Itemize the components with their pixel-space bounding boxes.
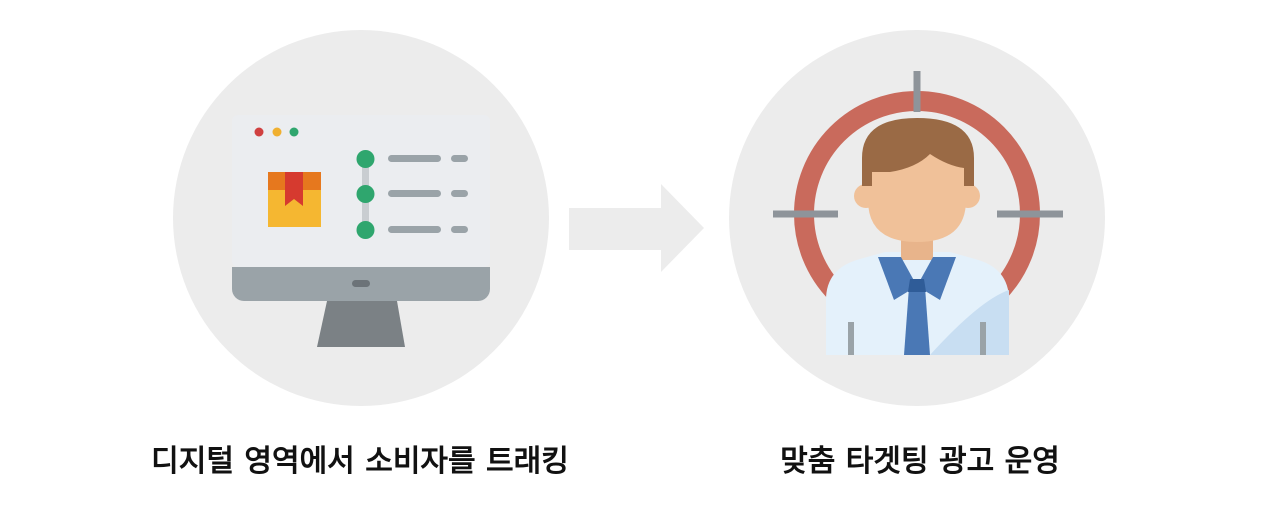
check-dot	[356, 150, 375, 168]
tie	[904, 287, 930, 355]
window-dot-red	[254, 127, 264, 137]
check-dot	[356, 221, 375, 239]
step-caption-tracking: 디지털 영역에서 소비자를 트래킹	[151, 444, 569, 479]
face	[868, 150, 966, 242]
monitor-stand	[317, 301, 405, 347]
right-arrow-icon	[569, 184, 704, 272]
computer-tracking-icon	[232, 115, 490, 347]
list-rows	[356, 150, 468, 239]
package-box	[268, 172, 321, 227]
monitor-button	[352, 280, 370, 287]
step-computer	[173, 30, 549, 406]
window-dot-yellow	[272, 127, 282, 137]
step-targeting	[729, 30, 1105, 406]
window-dot-green	[289, 127, 299, 137]
targeted-person-icon	[773, 71, 1063, 355]
check-dot	[356, 185, 375, 203]
collar	[878, 257, 917, 300]
hair	[862, 118, 974, 186]
step-caption-targeting: 맞춤 타겟팅 광고 운영	[780, 444, 1060, 479]
crosshair	[773, 71, 1063, 218]
